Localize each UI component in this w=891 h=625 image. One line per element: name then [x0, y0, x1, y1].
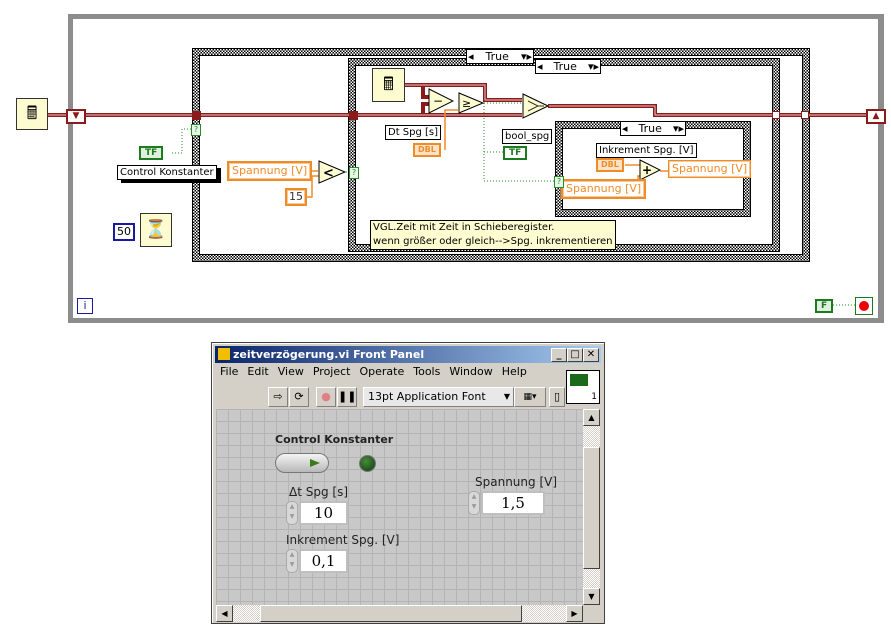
abort-button[interactable]: ●	[316, 387, 336, 407]
constant-50[interactable]: 50	[113, 223, 135, 241]
minimize-button[interactable]: _	[551, 348, 567, 362]
tick-count-icon[interactable]: 🖩	[372, 68, 405, 102]
vertical-scroll-thumb[interactable]	[583, 447, 600, 569]
spannung-local-variable[interactable]: Spannung [V]	[227, 161, 313, 181]
shift-register-left[interactable]: ▼	[66, 109, 86, 124]
subtract-node[interactable]: −	[428, 88, 454, 114]
inkrement-label: Inkrement Spg. [V]	[596, 143, 697, 158]
case-selector-outer[interactable]: ◂True▾▸	[466, 49, 534, 64]
vertical-scrollbar[interactable]: ▲ ▼	[583, 409, 600, 605]
bool-spg-indicator[interactable]: TF	[503, 146, 528, 160]
spannung-control[interactable]: Spannung [V]	[561, 179, 647, 199]
tunnel	[349, 111, 358, 120]
tick-count-icon[interactable]: 🖩	[16, 98, 48, 130]
distribute-objects-button[interactable]: ▯	[549, 387, 565, 407]
svg-text:+: +	[642, 163, 652, 177]
menu-tools[interactable]: Tools	[413, 365, 441, 378]
front-panel-window: zeitverzögerung.vi Front Panel _ □ ✕ Fil…	[211, 342, 605, 624]
boolean-wires	[172, 102, 855, 306]
case-selector-terminal: ?	[191, 124, 201, 136]
menu-project[interactable]: Project	[312, 365, 351, 378]
spannung-indicator[interactable]: Spannung [V]	[668, 160, 752, 178]
bool-spg-label: bool_spg	[502, 129, 553, 144]
close-button[interactable]: ✕	[583, 348, 599, 362]
chevron-down-icon: ▼	[503, 392, 510, 401]
dt-spg-input[interactable]: 10	[299, 501, 348, 525]
stop-terminal-icon[interactable]	[855, 297, 873, 315]
dt-spg-label: Dt Spg [s]	[385, 125, 442, 140]
case-selector-middle[interactable]: ◂True▾▸	[535, 59, 601, 74]
comment-box: VGL.Zeit mit Zeit in Schieberegister. we…	[370, 220, 616, 250]
inkrement-label: Inkrement Spg. [V]	[286, 533, 400, 547]
menu-bar: File Edit View Project Operate Tools Win…	[220, 365, 536, 378]
case-selector-inner[interactable]: ◂True▾▸	[620, 121, 686, 136]
tunnel	[801, 111, 809, 119]
inkrement-terminal[interactable]: DBL	[596, 158, 624, 172]
font-select-value: 13pt Application Font	[368, 390, 486, 403]
menu-view[interactable]: View	[277, 365, 304, 378]
scroll-down-button[interactable]: ▼	[583, 588, 600, 605]
run-button[interactable]: ⇨	[268, 387, 288, 407]
window-title: zeitverzögerung.vi Front Panel	[233, 348, 425, 361]
menu-file[interactable]: File	[220, 365, 239, 378]
shift-register-right[interactable]: ▲	[866, 109, 886, 124]
menu-edit[interactable]: Edit	[247, 365, 269, 378]
front-panel-canvas: Control Konstanter Δt Spg [s] ▲▼ 10 Inkr…	[216, 409, 583, 605]
menu-help[interactable]: Help	[501, 365, 527, 378]
scroll-right-button[interactable]: ▶	[566, 605, 583, 622]
comment-line: VGL.Zeit mit Zeit in Schieberegister.	[373, 222, 555, 233]
menu-window[interactable]: Window	[449, 365, 493, 378]
less-than-node[interactable]: <	[318, 160, 346, 184]
font-select[interactable]: 13pt Application Font ▼	[363, 387, 514, 407]
maximize-button[interactable]: □	[567, 348, 583, 362]
dt-spg-increment[interactable]: ▲▼	[286, 501, 298, 525]
wait-metronome-icon[interactable]: ⏳	[140, 213, 172, 247]
run-continuously-button[interactable]: ⟳	[289, 387, 309, 407]
bool-spg-led	[359, 455, 376, 472]
tunnel	[772, 111, 780, 119]
svg-text:≥: ≥	[462, 97, 471, 110]
svg-text:<: <	[323, 166, 334, 181]
svg-text:−: −	[433, 94, 443, 108]
vi-icon	[218, 348, 230, 360]
connector-number: 1	[591, 392, 597, 402]
horizontal-scroll-thumb[interactable]	[260, 605, 522, 622]
tunnel	[192, 111, 201, 120]
control-konstanter-label: Control Konstanter	[117, 165, 217, 180]
while-loop	[68, 14, 884, 323]
greater-or-equal-node[interactable]: ≥	[458, 92, 484, 114]
inkrement-increment[interactable]: ▲▼	[286, 549, 298, 573]
pause-button[interactable]: ❚❚	[337, 387, 357, 407]
iteration-terminal: i	[77, 298, 93, 314]
selector-value: True	[485, 50, 509, 63]
inkrement-input[interactable]: 0,1	[299, 549, 348, 573]
waveform-icon	[570, 374, 588, 386]
add-node[interactable]: +	[639, 159, 661, 181]
constant-15[interactable]: 15	[285, 188, 307, 206]
dt-spg-terminal[interactable]: DBL	[413, 143, 441, 157]
control-konstanter-terminal[interactable]: TF	[139, 146, 164, 160]
spannung-increment[interactable]: ▲▼	[468, 491, 480, 515]
scroll-left-button[interactable]: ◀	[216, 605, 233, 622]
title-bar: zeitverzögerung.vi Front Panel _ □ ✕	[215, 346, 601, 363]
selector-value: True	[638, 122, 662, 135]
control-konstanter-switch[interactable]	[275, 453, 329, 473]
vi-connector-icon[interactable]: 1	[566, 370, 600, 404]
scroll-up-button[interactable]: ▲	[583, 409, 600, 426]
spannung-indicator[interactable]: 1,5	[481, 491, 545, 515]
control-konstanter-label: Control Konstanter	[275, 433, 394, 446]
menu-operate[interactable]: Operate	[359, 365, 405, 378]
case-selector-terminal: ?	[349, 167, 359, 179]
numeric-wires	[303, 109, 668, 198]
align-objects-button[interactable]: ▦▾	[514, 387, 546, 407]
case-selector-terminal: ?	[554, 176, 564, 188]
select-node[interactable]	[522, 93, 549, 119]
horizontal-scrollbar[interactable]: ◀ ▶	[216, 605, 583, 622]
spannung-label: Spannung [V]	[475, 475, 558, 489]
selector-value: True	[553, 60, 577, 73]
dt-spg-label: Δt Spg [s]	[289, 485, 349, 499]
comment-line: wenn größer oder gleich-->Spg. inkrement…	[373, 236, 613, 247]
stop-false-constant[interactable]: F	[815, 299, 834, 313]
